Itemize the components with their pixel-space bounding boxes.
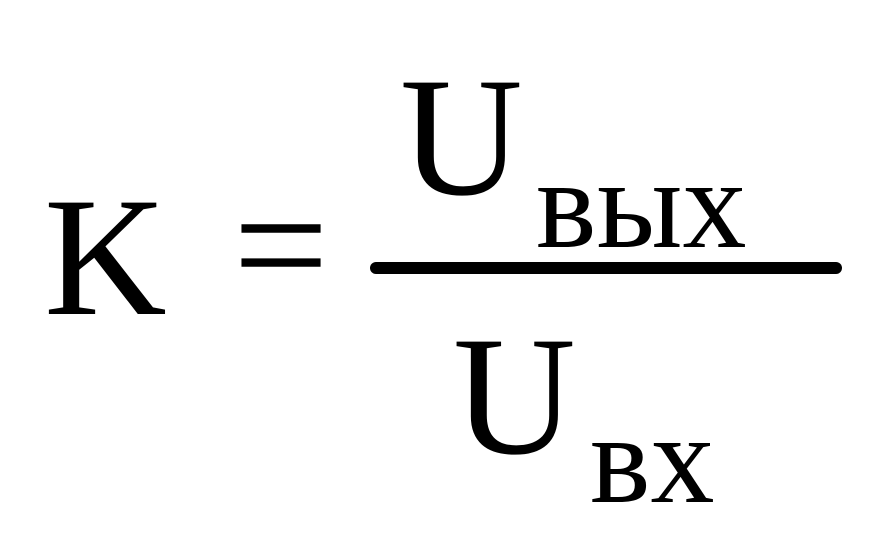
denominator-symbol: U xyxy=(453,302,576,490)
denominator-subscript: вх xyxy=(590,388,715,530)
fraction-bar xyxy=(370,262,842,274)
gain-symbol: K xyxy=(44,163,167,351)
equals-sign: = xyxy=(233,151,329,339)
numerator-symbol: U xyxy=(400,43,523,231)
numerator-subscript: вых xyxy=(536,133,747,275)
